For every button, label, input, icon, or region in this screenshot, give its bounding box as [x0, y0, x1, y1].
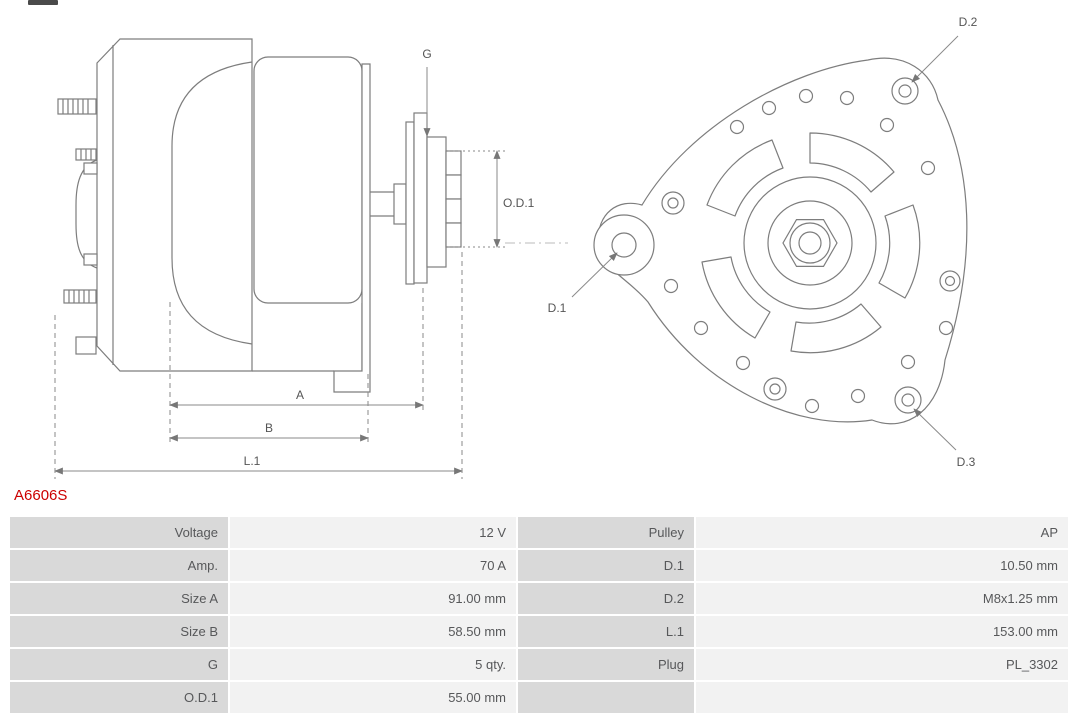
- spec-value: 55.00 mm: [230, 682, 516, 713]
- side-view-dimensions: [54, 67, 568, 479]
- label-g: G: [422, 47, 431, 61]
- spec-label: O.D.1: [10, 682, 228, 713]
- rear-view-labels: D.2 D.1 D.3: [548, 15, 978, 469]
- spec-value: 153.00 mm: [696, 616, 1068, 647]
- screenshot-artifact: [28, 0, 58, 5]
- spec-label: G: [10, 649, 228, 680]
- housing-outline: [96, 38, 253, 372]
- spec-label: Size A: [10, 583, 228, 614]
- part-number-link[interactable]: A6606S: [14, 487, 68, 504]
- bracket-profile: [171, 61, 253, 345]
- spec-label: D.2: [518, 583, 694, 614]
- label-d3: D.3: [957, 455, 976, 469]
- label-b: B: [265, 421, 273, 435]
- spec-label: [518, 682, 694, 713]
- rear-bracket: [333, 63, 371, 393]
- spec-value: 12 V: [230, 517, 516, 548]
- mounting-studs: [57, 98, 98, 355]
- stator-core: [253, 56, 363, 304]
- spec-value: [696, 682, 1068, 713]
- spec-value: PL_3302: [696, 649, 1068, 680]
- technical-drawing: G O.D.1 A B L.1: [54, 15, 978, 479]
- spec-value: 91.00 mm: [230, 583, 516, 614]
- spec-label: Plug: [518, 649, 694, 680]
- spec-table: Voltage 12 V Pulley AP Amp. 70 A D.1 10.…: [10, 517, 1068, 713]
- label-d1: D.1: [548, 301, 567, 315]
- pulley: [405, 112, 462, 285]
- spec-label: Pulley: [518, 517, 694, 548]
- vent-holes: [663, 88, 954, 414]
- spec-value: 70 A: [230, 550, 516, 581]
- spec-label: D.1: [518, 550, 694, 581]
- spec-value: AP: [696, 517, 1068, 548]
- spec-label: L.1: [518, 616, 694, 647]
- label-l1: L.1: [244, 454, 261, 468]
- label-a: A: [296, 388, 304, 402]
- label-od1: O.D.1: [503, 196, 535, 210]
- rear-view: [593, 57, 968, 425]
- side-view: [57, 38, 462, 393]
- spec-value: 10.50 mm: [696, 550, 1068, 581]
- spec-label: Amp.: [10, 550, 228, 581]
- side-view-labels: G O.D.1 A B L.1: [244, 47, 535, 468]
- spec-value: 5 qty.: [230, 649, 516, 680]
- spec-label: Size B: [10, 616, 228, 647]
- spec-value: M8x1.25 mm: [696, 583, 1068, 614]
- pulley-hub: [743, 176, 877, 310]
- label-d2: D.2: [959, 15, 978, 29]
- rear-view-arrows: [571, 35, 959, 451]
- spec-label: Voltage: [10, 517, 228, 548]
- cooling-slots: [701, 132, 921, 354]
- spec-value: 58.50 mm: [230, 616, 516, 647]
